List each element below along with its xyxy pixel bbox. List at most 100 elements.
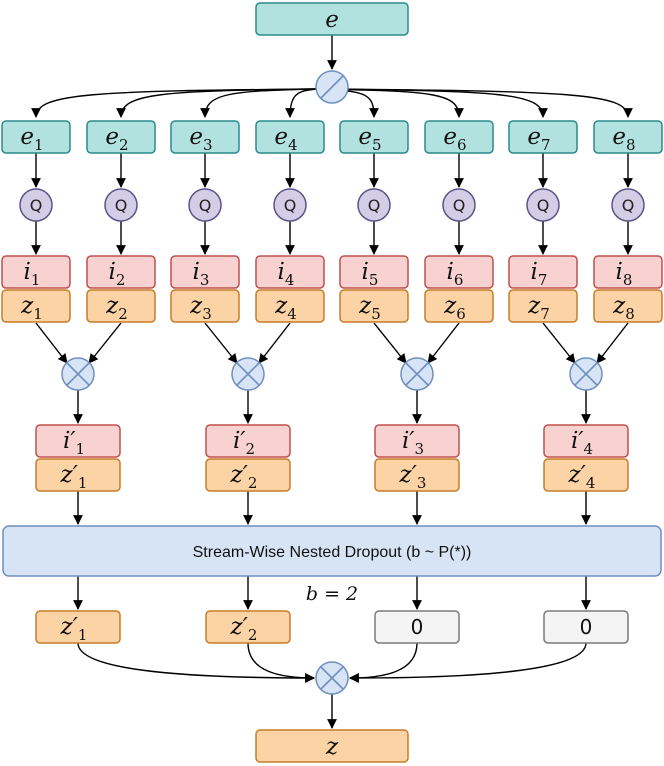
sub-embedding-box-7 [508, 120, 578, 154]
sub-embedding-label-2-base: e [105, 124, 119, 150]
code-box-4 [255, 289, 325, 323]
quantizer-3 [188, 188, 222, 222]
index-label-7-subscript: 7 [538, 271, 548, 289]
edge-split-to-e8 [315, 88, 633, 118]
b-value-label: b = 2 [306, 583, 358, 605]
index-label-3-subscript: 3 [200, 271, 210, 289]
output-code-label-1-subscript: 1 [78, 626, 88, 644]
stream-wise-nested-dropout-box [2, 525, 662, 577]
index-label-5-subscript: 5 [369, 271, 379, 289]
sub-embedding-label-2-subscript: 2 [119, 136, 129, 154]
quantizer-5 [357, 188, 391, 222]
output-code-box-2 [205, 610, 291, 644]
stream-index-label-1-base: i′ [63, 428, 76, 454]
stream-index-box-4 [543, 424, 629, 458]
code-label-4-base: z [274, 293, 288, 319]
index-label-4-base: i [278, 259, 285, 285]
code-label-3-base: z [189, 293, 203, 319]
sub-embedding-box-2 [86, 120, 156, 154]
code-label-5-base: z [358, 293, 372, 319]
code-label-5-subscript: 5 [371, 305, 381, 323]
stream-code-label-1-subscript: 1 [78, 474, 88, 492]
output-code-label-2-base: z′ [230, 614, 249, 640]
index-label-1-base: i [24, 259, 31, 285]
sub-embedding-box-6 [424, 120, 494, 154]
sub-embedding-label-5: e5 [358, 124, 381, 154]
edge-code-7-to-merge-4 [542, 322, 576, 364]
edge-code-2-to-merge-1 [88, 322, 122, 364]
stream-code-box-4 [543, 458, 629, 492]
output-code-box-1 [35, 610, 121, 644]
stream-code-label-2: z′2 [230, 462, 258, 492]
sub-embedding-label-3: e3 [189, 124, 212, 154]
output-code-label-1-base: z′ [60, 614, 79, 640]
edge-code-6-to-merge-3 [427, 322, 460, 364]
code-label-3: z3 [189, 293, 212, 323]
code-label-8-base: z [612, 293, 626, 319]
index-box-7 [508, 255, 578, 289]
index-label-6: i6 [447, 259, 464, 289]
output-code-label-2: z′2 [230, 614, 258, 644]
sub-embedding-label-7-subscript: 7 [541, 136, 551, 154]
index-label-6-base: i [447, 259, 454, 285]
quantizer-label-4: Q [284, 196, 297, 215]
output-zero-box-4 [543, 610, 629, 644]
index-box-3 [170, 255, 240, 289]
quantizer-label-6: Q [453, 196, 466, 215]
index-box-8 [593, 255, 663, 289]
sub-embedding-label-6-subscript: 6 [457, 136, 467, 154]
index-box-4 [255, 255, 325, 289]
edge-code-4-to-merge-2 [258, 322, 291, 364]
stream-code-box-3 [374, 458, 460, 492]
edge-code-5-to-merge-3 [373, 322, 407, 364]
stream-index-label-3-subscript: 3 [415, 440, 425, 458]
code-label-3-subscript: 3 [202, 305, 212, 323]
index-label-8-subscript: 8 [623, 271, 633, 289]
index-label-8-base: i [616, 259, 623, 285]
stream-code-label-2-base: z′ [230, 462, 249, 488]
stream-code-label-3-base: z′ [399, 462, 418, 488]
edge-output-1-to-final [77, 642, 315, 683]
sub-embedding-box-1 [1, 120, 71, 154]
code-box-8 [593, 289, 663, 323]
sub-embedding-label-4-base: e [274, 124, 288, 150]
code-box-2 [86, 289, 156, 323]
index-label-7-base: i [531, 259, 538, 285]
final-code-label: z [325, 734, 339, 760]
edge-code-3-to-merge-2 [204, 322, 238, 364]
code-label-6-base: z [443, 293, 457, 319]
quantizer-7 [526, 188, 560, 222]
index-label-1: i1 [24, 259, 41, 289]
stream-index-label-4-base: i′ [571, 428, 584, 454]
quantizer-label-8: Q [622, 196, 635, 215]
sub-embedding-label-8: e8 [612, 124, 635, 154]
sub-embedding-label-2: e2 [105, 124, 128, 154]
code-label-6-subscript: 6 [456, 305, 466, 323]
index-label-6-subscript: 6 [454, 271, 464, 289]
index-box-2 [86, 255, 156, 289]
sub-embedding-label-8-subscript: 8 [626, 136, 636, 154]
edge-split-to-e7 [315, 88, 548, 118]
code-box-6 [424, 289, 494, 323]
stream-code-label-4: z′4 [568, 462, 596, 492]
index-box-5 [339, 255, 409, 289]
code-label-2: z2 [105, 293, 128, 323]
merge-operator-1-mark-b [66, 362, 90, 386]
code-label-8-subscript: 8 [625, 305, 635, 323]
sub-embedding-label-4: e4 [274, 124, 297, 154]
stream-index-label-3-base: i′ [402, 428, 415, 454]
quantizer-label-7: Q [537, 196, 550, 215]
code-label-1: z1 [20, 293, 43, 323]
sub-embedding-label-5-subscript: 5 [372, 136, 382, 154]
output-zero-box-3 [374, 610, 460, 644]
stream-index-label-4-subscript: 4 [584, 440, 594, 458]
sub-embedding-label-3-base: e [189, 124, 203, 150]
merge-operator-3-mark-b [405, 362, 429, 386]
code-label-7-base: z [527, 293, 541, 319]
edge-output-2-to-final [247, 642, 315, 683]
code-label-4: z4 [274, 293, 297, 323]
sub-embedding-label-1-base: e [20, 124, 34, 150]
split-operator-slash [320, 75, 344, 99]
